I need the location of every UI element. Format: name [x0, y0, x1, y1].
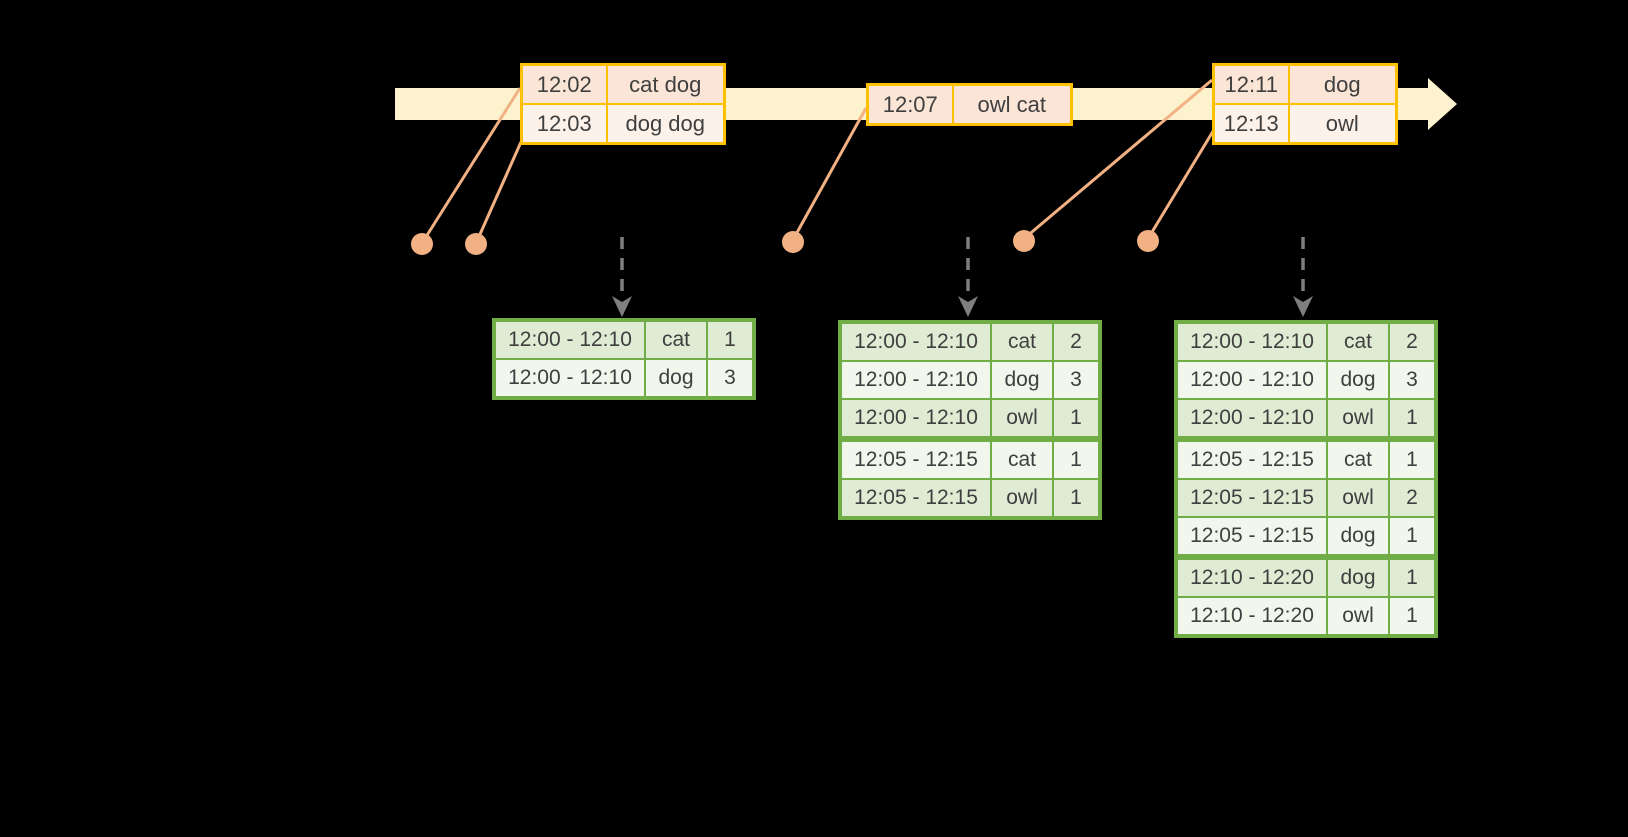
- trigger-arrowhead-icon: [958, 296, 978, 317]
- word-cell: cat: [1326, 436, 1390, 480]
- window-cell: 12:05 - 12:15: [1175, 436, 1328, 480]
- window-cell: 12:05 - 12:15: [839, 478, 992, 519]
- word-cell: owl: [1326, 596, 1390, 637]
- event-time-cell: 12:11: [1212, 63, 1290, 105]
- word-cell: owl: [1326, 398, 1390, 440]
- event-time-cell: 12:02: [520, 63, 608, 105]
- count-cell: 1: [1388, 596, 1437, 637]
- count-cell: 1: [1388, 436, 1437, 480]
- window-cell: 12:00 - 12:10: [1175, 321, 1328, 362]
- window-cell: 12:00 - 12:10: [839, 360, 992, 400]
- count-cell: 1: [1388, 398, 1437, 440]
- event-time-cell: 12:07: [866, 83, 954, 126]
- event-connector-line: [792, 107, 868, 239]
- window-cell: 12:10 - 12:20: [1175, 596, 1328, 637]
- window-cell: 12:05 - 12:15: [1175, 516, 1328, 558]
- trigger-arrowhead-icon: [1293, 296, 1313, 317]
- event-words-cell: owl cat: [951, 83, 1073, 126]
- count-cell: 1: [1388, 516, 1437, 558]
- word-cell: dog: [1326, 360, 1390, 400]
- word-cell: dog: [990, 360, 1054, 400]
- event-connector-line: [422, 87, 522, 241]
- count-cell: 2: [1388, 478, 1437, 518]
- event-words-cell: cat dog: [605, 63, 726, 105]
- event-words-cell: dog dog: [605, 103, 726, 145]
- count-cell: 1: [1388, 554, 1437, 598]
- event-time-cell: 12:13: [1212, 103, 1290, 145]
- event-time-cell: 12:03: [520, 103, 608, 145]
- count-cell: 1: [1052, 398, 1101, 440]
- window-cell: 12:05 - 12:15: [839, 436, 992, 480]
- word-cell: dog: [644, 358, 708, 399]
- event-time-dot: [782, 231, 804, 253]
- word-cell: dog: [1326, 554, 1390, 598]
- event-time-dot: [1013, 230, 1035, 252]
- window-cell: 12:00 - 12:10: [1175, 398, 1328, 440]
- window-cell: 12:00 - 12:10: [1175, 360, 1328, 400]
- trigger-arrowhead-icon: [612, 296, 632, 317]
- word-cell: owl: [990, 478, 1054, 519]
- word-cell: cat: [1326, 321, 1390, 362]
- count-cell: 2: [1388, 321, 1437, 362]
- word-cell: cat: [644, 319, 708, 360]
- word-cell: owl: [990, 398, 1054, 440]
- word-cell: cat: [990, 321, 1054, 362]
- count-cell: 3: [706, 358, 755, 399]
- event-connector-line: [1147, 127, 1217, 238]
- event-words-cell: owl: [1287, 103, 1398, 145]
- event-connector-line: [475, 141, 523, 242]
- word-cell: dog: [1326, 516, 1390, 558]
- window-cell: 12:05 - 12:15: [1175, 478, 1328, 518]
- window-cell: 12:00 - 12:10: [839, 398, 992, 440]
- count-cell: 1: [706, 319, 755, 360]
- event-time-dot: [465, 233, 487, 255]
- event-time-dot: [1137, 230, 1159, 252]
- count-cell: 1: [1052, 436, 1101, 480]
- window-cell: 12:00 - 12:10: [493, 319, 646, 360]
- event-connector-line: [1025, 78, 1213, 239]
- event-words-cell: dog: [1287, 63, 1398, 105]
- word-cell: cat: [990, 436, 1054, 480]
- count-cell: 3: [1052, 360, 1101, 400]
- word-cell: owl: [1326, 478, 1390, 518]
- window-cell: 12:10 - 12:20: [1175, 554, 1328, 598]
- window-cell: 12:00 - 12:10: [493, 358, 646, 399]
- window-cell: 12:00 - 12:10: [839, 321, 992, 362]
- count-cell: 1: [1052, 478, 1101, 519]
- count-cell: 3: [1388, 360, 1437, 400]
- event-time-dot: [411, 233, 433, 255]
- count-cell: 2: [1052, 321, 1101, 362]
